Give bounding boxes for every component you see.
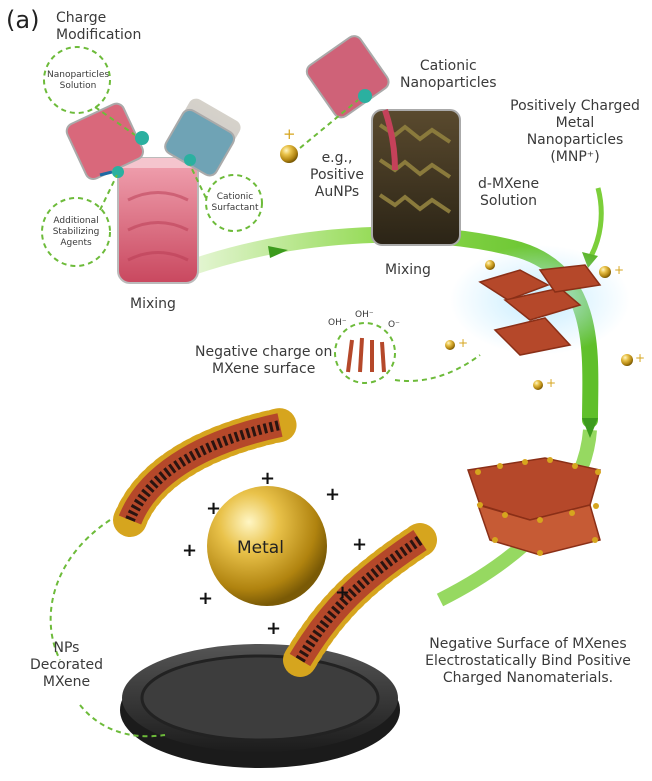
pouring-beaker-cationic <box>304 33 392 120</box>
cationic-surfactant-label: Cationic Surfactant <box>207 192 263 214</box>
plus-sign: + <box>335 584 350 602</box>
plus-sign: + <box>182 542 197 560</box>
au-plus-label: + <box>546 375 556 392</box>
au-plus-label: + <box>635 350 645 367</box>
oh-left-label: OH⁻ <box>328 318 347 329</box>
additional-stabilizing-agents-label: Additional Stabilizing Agents <box>44 216 108 249</box>
au-plus-label: + <box>283 126 296 143</box>
panel-letter: (a) <box>6 6 39 34</box>
plus-sign: + <box>352 536 367 554</box>
au-plus-label: + <box>458 335 468 352</box>
plus-sign: + <box>206 500 221 518</box>
plus-sign: + <box>325 486 340 504</box>
plus-sign: + <box>266 620 281 638</box>
mixing-beaker-left <box>118 158 198 283</box>
negative-surface-label: Negative Surface of MXenes Electrostatic… <box>410 636 646 687</box>
molecule-icon <box>135 131 149 145</box>
decorated-mxene-flakes <box>468 457 601 556</box>
cationic-nanoparticles-label: Cationic Nanoparticles <box>400 58 497 92</box>
plus-sign: + <box>260 470 275 488</box>
oh-middle-label: OH⁻ <box>355 310 374 321</box>
d-mxene-solution-label: d-MXene Solution <box>478 176 539 210</box>
au-plus-label: + <box>614 262 624 279</box>
molecule-icon <box>184 154 196 166</box>
mixing-left-label: Mixing <box>130 296 176 313</box>
mixing-center-label: Mixing <box>385 262 431 279</box>
positively-charged-mnp-label: Positively Charged Metal Nanoparticles (… <box>505 98 645 166</box>
nps-decorated-label: NPs Decorated MXene <box>30 640 103 691</box>
petri-dish <box>120 644 400 768</box>
molecule-icon <box>112 166 124 178</box>
mxene-chain-icon <box>348 338 384 372</box>
o-right-label: O⁻ <box>388 320 400 331</box>
molecule-icon <box>358 89 372 103</box>
negative-charge-callout <box>335 323 395 383</box>
metal-label: Metal <box>237 540 284 557</box>
charge-modification-label: Charge Modification <box>56 10 141 44</box>
nanoparticles-solution-label: Nanoparticles Solution <box>47 70 109 92</box>
gold-nanoparticle-icon <box>280 145 298 163</box>
plus-sign: + <box>198 590 213 608</box>
negative-charge-label: Negative charge on MXene surface <box>195 344 332 378</box>
mxene-beaker <box>372 110 460 245</box>
positive-aunps-label: e.g., Positive AuNPs <box>310 150 364 201</box>
